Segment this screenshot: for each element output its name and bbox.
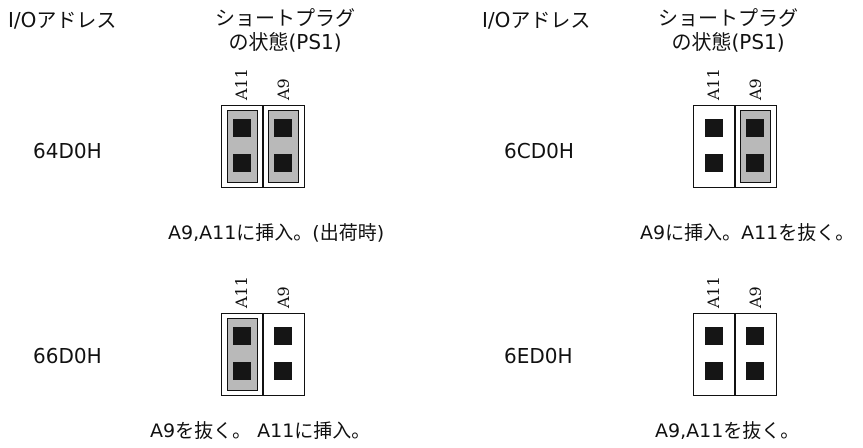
address-6ed0h: 6ED0H bbox=[504, 344, 573, 368]
pin-label-a11: A11 bbox=[704, 68, 723, 100]
pin-a9-lower bbox=[274, 154, 292, 172]
pin-a11-lower bbox=[233, 154, 251, 172]
pin-a9-lower bbox=[746, 362, 764, 380]
pin-label-a9: A9 bbox=[746, 78, 765, 100]
column-divider bbox=[734, 106, 736, 187]
right-plug-header-line2: の状態(PS1) bbox=[671, 30, 785, 54]
left-address-header: I/Oアドレス bbox=[8, 8, 117, 32]
pin-label-a11: A11 bbox=[232, 68, 251, 100]
pin-a11-lower bbox=[233, 362, 251, 380]
pin-a11-upper bbox=[705, 119, 723, 137]
pin-a11-upper bbox=[233, 327, 251, 345]
caption-6ed0h: A9,A11を抜く。 bbox=[655, 420, 800, 442]
jumper-diagram: A11 A9 bbox=[693, 58, 793, 188]
jumper-header-frame bbox=[693, 313, 777, 396]
pin-label-a9: A9 bbox=[746, 286, 765, 308]
pin-label-a9: A9 bbox=[274, 286, 293, 308]
pin-label-a9: A9 bbox=[274, 78, 293, 100]
jumper-diagram: A11 A9 bbox=[221, 58, 321, 188]
address-66d0h: 66D0H bbox=[33, 344, 102, 368]
address-6cd0h: 6CD0H bbox=[504, 139, 574, 163]
right-plug-header-line1: ショートプラグ bbox=[658, 6, 798, 30]
left-plug-header-line2: の状態(PS1) bbox=[228, 30, 342, 54]
address-64d0h: 64D0H bbox=[33, 139, 102, 163]
pin-a11-lower bbox=[705, 154, 723, 172]
column-divider bbox=[262, 106, 264, 187]
pin-label-a11: A11 bbox=[704, 276, 723, 308]
jumper-header-frame bbox=[221, 105, 305, 188]
left-plug-header-line1: ショートプラグ bbox=[215, 6, 355, 30]
pin-a9-upper bbox=[274, 119, 292, 137]
pin-a11-upper bbox=[233, 119, 251, 137]
left-plug-header: ショートプラグ の状態(PS1) bbox=[185, 6, 385, 54]
pin-a11-upper bbox=[705, 327, 723, 345]
pin-a9-upper bbox=[274, 327, 292, 345]
caption-64d0h: A9,A11に挿入。(出荷時) bbox=[168, 222, 385, 244]
right-address-header: I/Oアドレス bbox=[482, 8, 591, 32]
pin-a9-upper bbox=[746, 119, 764, 137]
jumper-header-frame bbox=[693, 105, 777, 188]
jumper-diagram: A11 A9 bbox=[693, 266, 793, 396]
pin-a11-lower bbox=[705, 362, 723, 380]
pin-a9-lower bbox=[274, 362, 292, 380]
column-divider bbox=[734, 314, 736, 395]
pin-label-a11: A11 bbox=[232, 276, 251, 308]
jumper-header-frame bbox=[221, 313, 305, 396]
caption-66d0h: A9を抜く。 A11に挿入。 bbox=[150, 420, 371, 442]
caption-6cd0h: A9に挿入。A11を抜く。 bbox=[640, 222, 855, 244]
pin-a9-lower bbox=[746, 154, 764, 172]
pin-a9-upper bbox=[746, 327, 764, 345]
right-plug-header: ショートプラグ の状態(PS1) bbox=[628, 6, 828, 54]
jumper-diagram: A11 A9 bbox=[221, 266, 321, 396]
column-divider bbox=[262, 314, 264, 395]
